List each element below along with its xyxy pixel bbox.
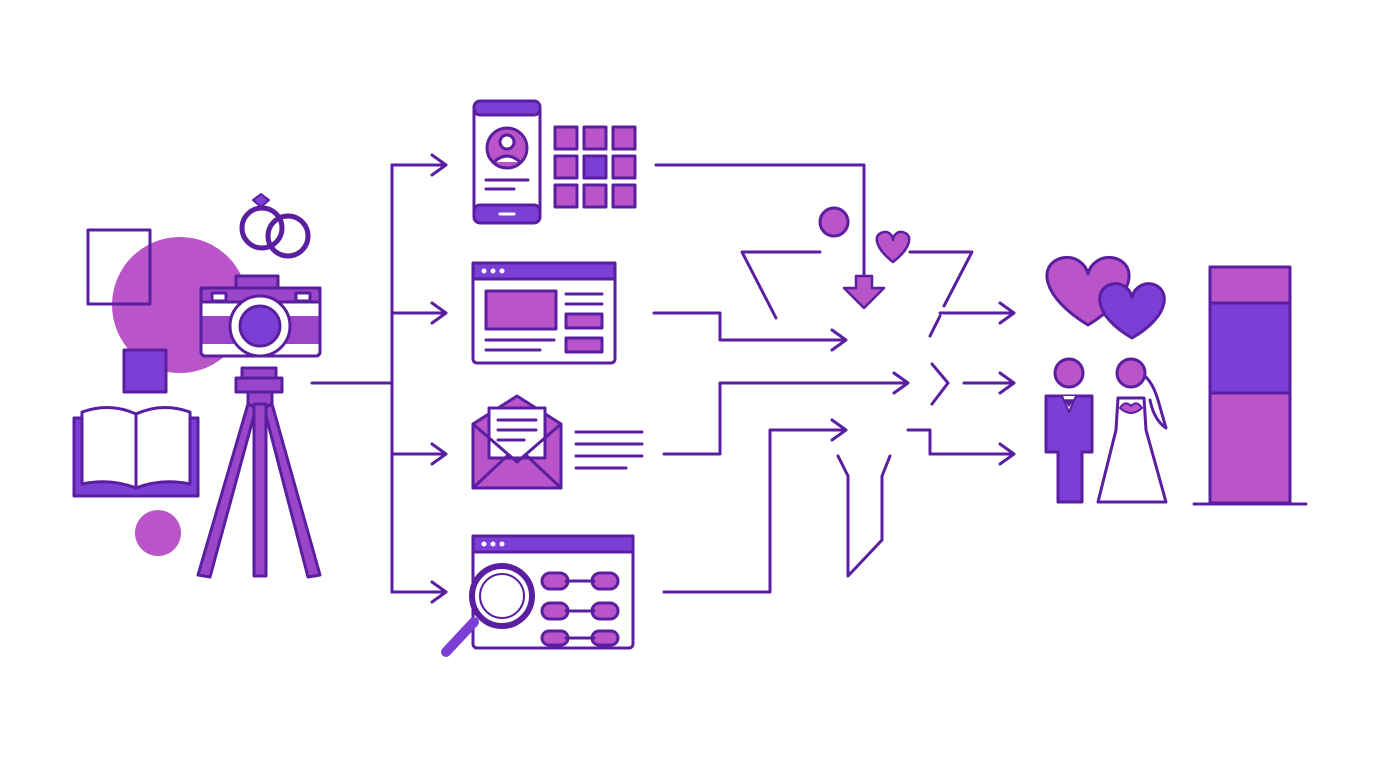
person-dot-icon [818,206,850,238]
open-book-icon [72,406,200,498]
output-arrows [928,301,1016,466]
text-lines-icon [574,430,644,470]
stacked-bar-icon [1192,265,1308,506]
source-cluster [72,193,394,579]
email-channel [471,394,644,490]
bride-figure [1096,357,1168,504]
photo-frame-icon [86,228,152,306]
funnel-connectors [652,163,910,594]
smartphone-profile-icon [472,99,542,225]
small-dot-icon [135,510,181,556]
tripod-icon [196,366,322,579]
social-channel [472,99,637,225]
bar-segment-middle [1208,301,1292,395]
funnel-icon [740,206,974,578]
browser-window-icon [471,261,617,365]
website-channel [471,261,617,365]
link-chain-icon [540,571,620,647]
branch-connectors [390,153,448,604]
bar-segment-bottom [1208,391,1292,505]
small-square-icon [122,348,168,394]
bride-groom-icon [1044,357,1168,504]
hearts-icon [1045,255,1166,340]
wedding-rings-icon [239,193,311,259]
envelope-letter-icon [471,394,563,490]
down-arrow-icon [842,274,886,310]
photo-grid-icon [553,125,637,209]
camera-icon [199,274,322,358]
heart-icon [875,230,911,264]
groom-figure [1044,357,1094,504]
seo-channel [441,534,635,657]
magnifier-icon [441,563,535,657]
bar-segment-top [1208,265,1292,305]
